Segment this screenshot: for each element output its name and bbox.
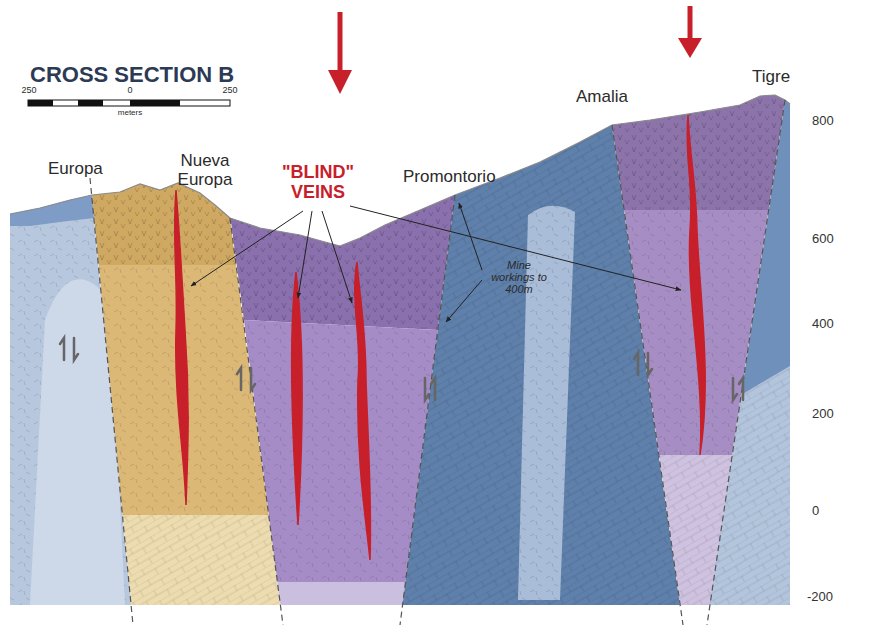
elevation-tick: 600 [812, 232, 834, 246]
scale-number: 250 [18, 86, 40, 96]
scale-unit: meters [110, 109, 150, 118]
red-pointer-arrow [328, 6, 702, 94]
fault-line [90, 100, 785, 625]
elevation-tick: 800 [812, 114, 834, 128]
vein-callout: "BLIND" VEINS [268, 163, 368, 203]
elevation-tick: 200 [812, 407, 834, 421]
fault-motion-arrow [60, 338, 743, 400]
scale-bar [28, 100, 230, 106]
fault-name: Amalia [576, 88, 628, 107]
leader-line [191, 203, 681, 322]
elevation-tick: -200 [807, 590, 833, 604]
fault-name: Tigre [752, 68, 790, 87]
workings-note: Mine workings to 400m [486, 259, 552, 295]
scale-number: 250 [219, 86, 241, 96]
fault-name: Europa [48, 160, 103, 179]
section-title: CROSS SECTION B [30, 63, 234, 87]
fault-name: Promontorio [403, 168, 496, 187]
ground-surface [10, 95, 790, 246]
elevation-tick: 0 [812, 504, 819, 518]
elevation-tick: 400 [812, 317, 834, 331]
scale-number: 0 [124, 86, 136, 96]
fault-name: Nueva Europa [170, 152, 240, 189]
vein [175, 115, 706, 560]
